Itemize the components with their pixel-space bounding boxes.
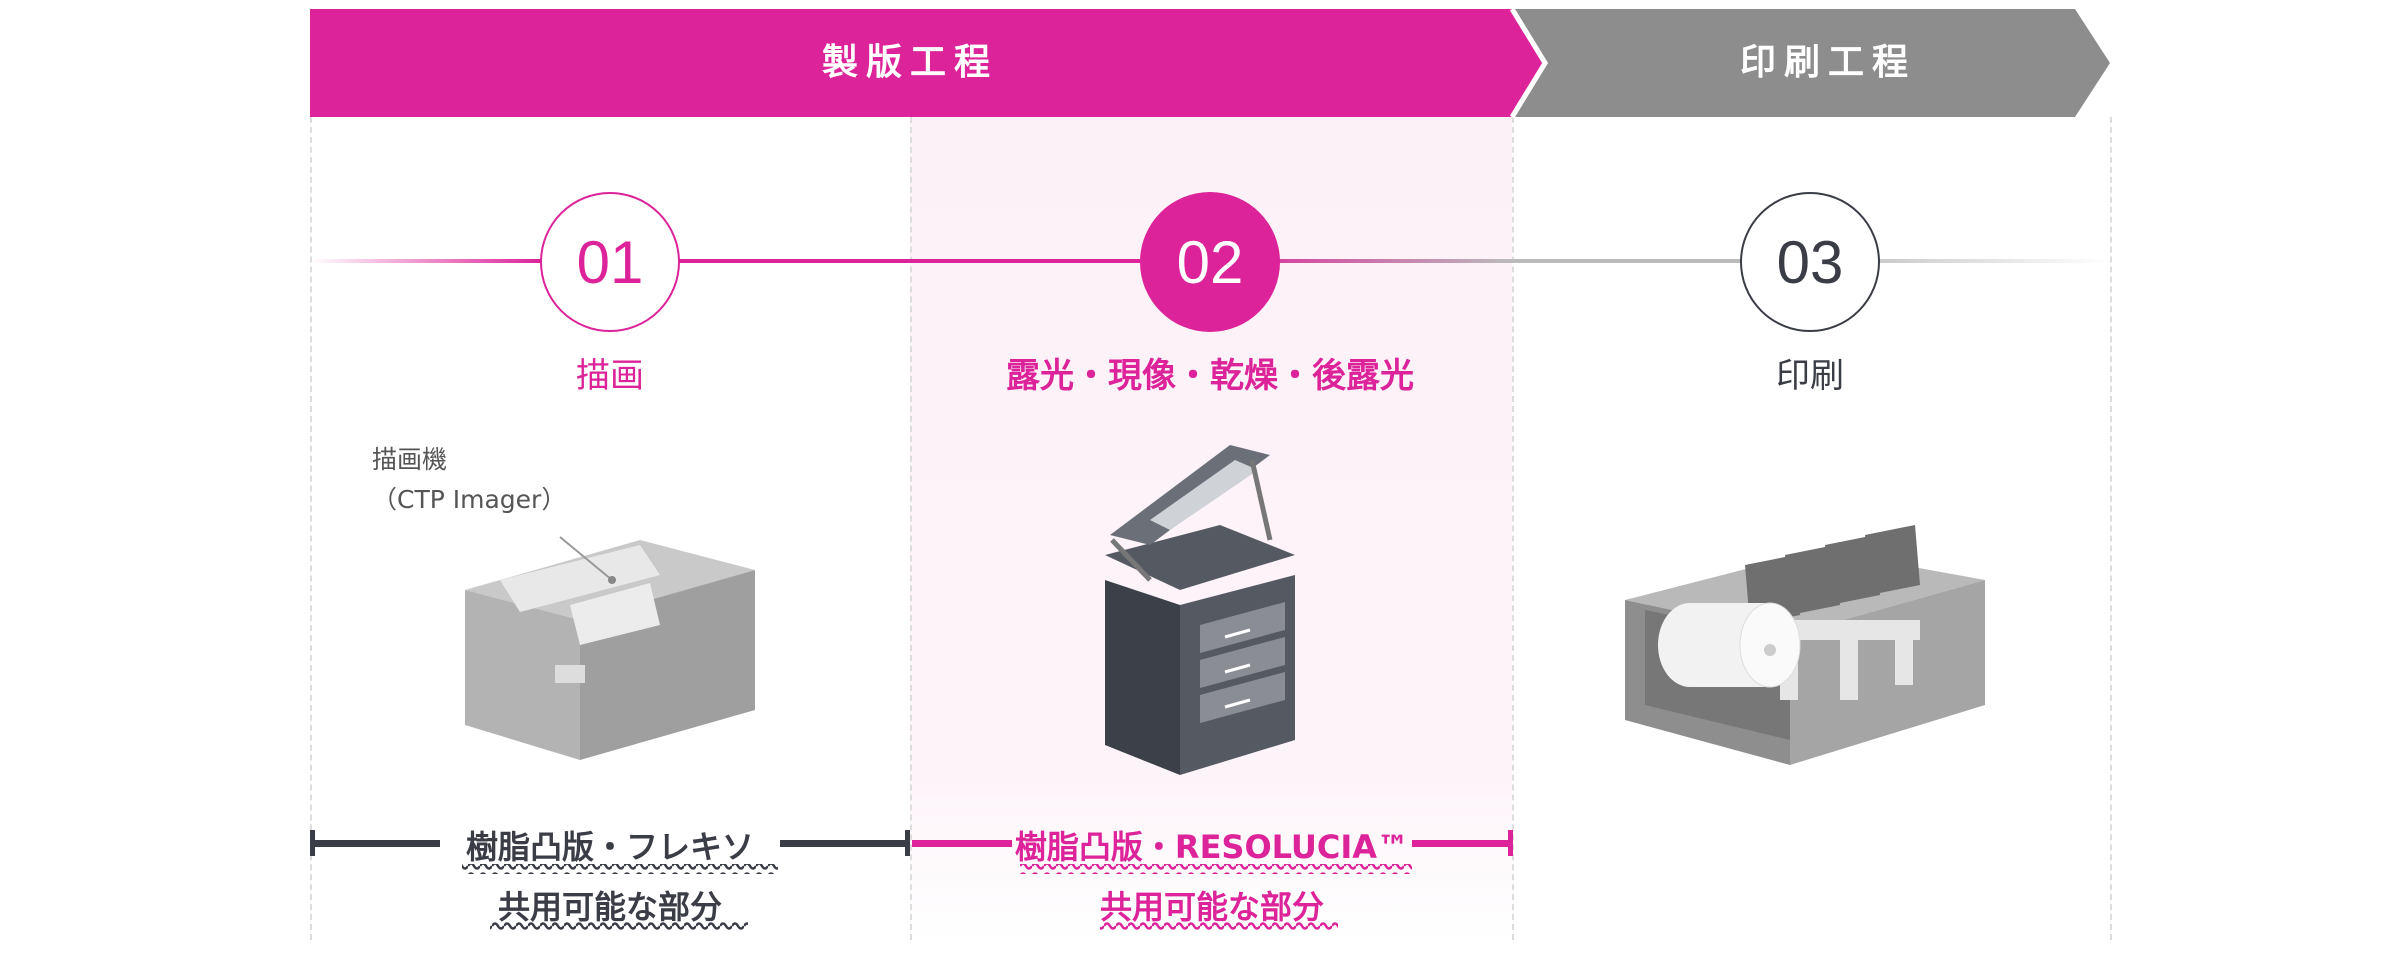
exposure-unit-illustration (1105, 445, 1295, 775)
banner-plate-making: 製版工程 (821, 42, 998, 83)
step-circle-01: 01 (540, 192, 680, 332)
divider (910, 117, 912, 940)
step-circle-02: 02 (1140, 192, 1280, 332)
resolucia-common-label: 共用可能な部分 (1099, 888, 1324, 926)
ctp-callout: 描画機 （CTP Imager） (372, 440, 566, 520)
flexo-common-label: 共用可能な部分 (497, 888, 722, 926)
divider (2110, 117, 2112, 940)
callout-line1: 描画機 (372, 445, 448, 474)
callout-line2: （CTP Imager） (372, 485, 567, 514)
step-label-03: 印刷 (1776, 356, 1844, 396)
divider (310, 117, 312, 940)
wavy-underline (1100, 922, 1338, 932)
step-label-01: 描画 (576, 356, 644, 396)
banner-printing: 印刷工程 (1739, 42, 1916, 83)
step-label-02: 露光・現像・乾燥・後露光 (1006, 356, 1414, 396)
divider (1512, 117, 1514, 940)
wavy-underline (462, 864, 778, 874)
step-circle-03: 03 (1740, 192, 1880, 332)
printing-press-illustration (1625, 525, 1985, 765)
plate-making-arrow (310, 9, 1545, 117)
resolucia-label: 樹脂凸版・RESOLUCIA™ (1014, 828, 1410, 866)
flexo-label: 樹脂凸版・フレキソ (465, 828, 754, 866)
printing-arrow (1515, 9, 2110, 117)
wavy-underline (1020, 864, 1412, 874)
wavy-underline (490, 922, 748, 932)
ctp-imager-illustration (465, 536, 755, 760)
